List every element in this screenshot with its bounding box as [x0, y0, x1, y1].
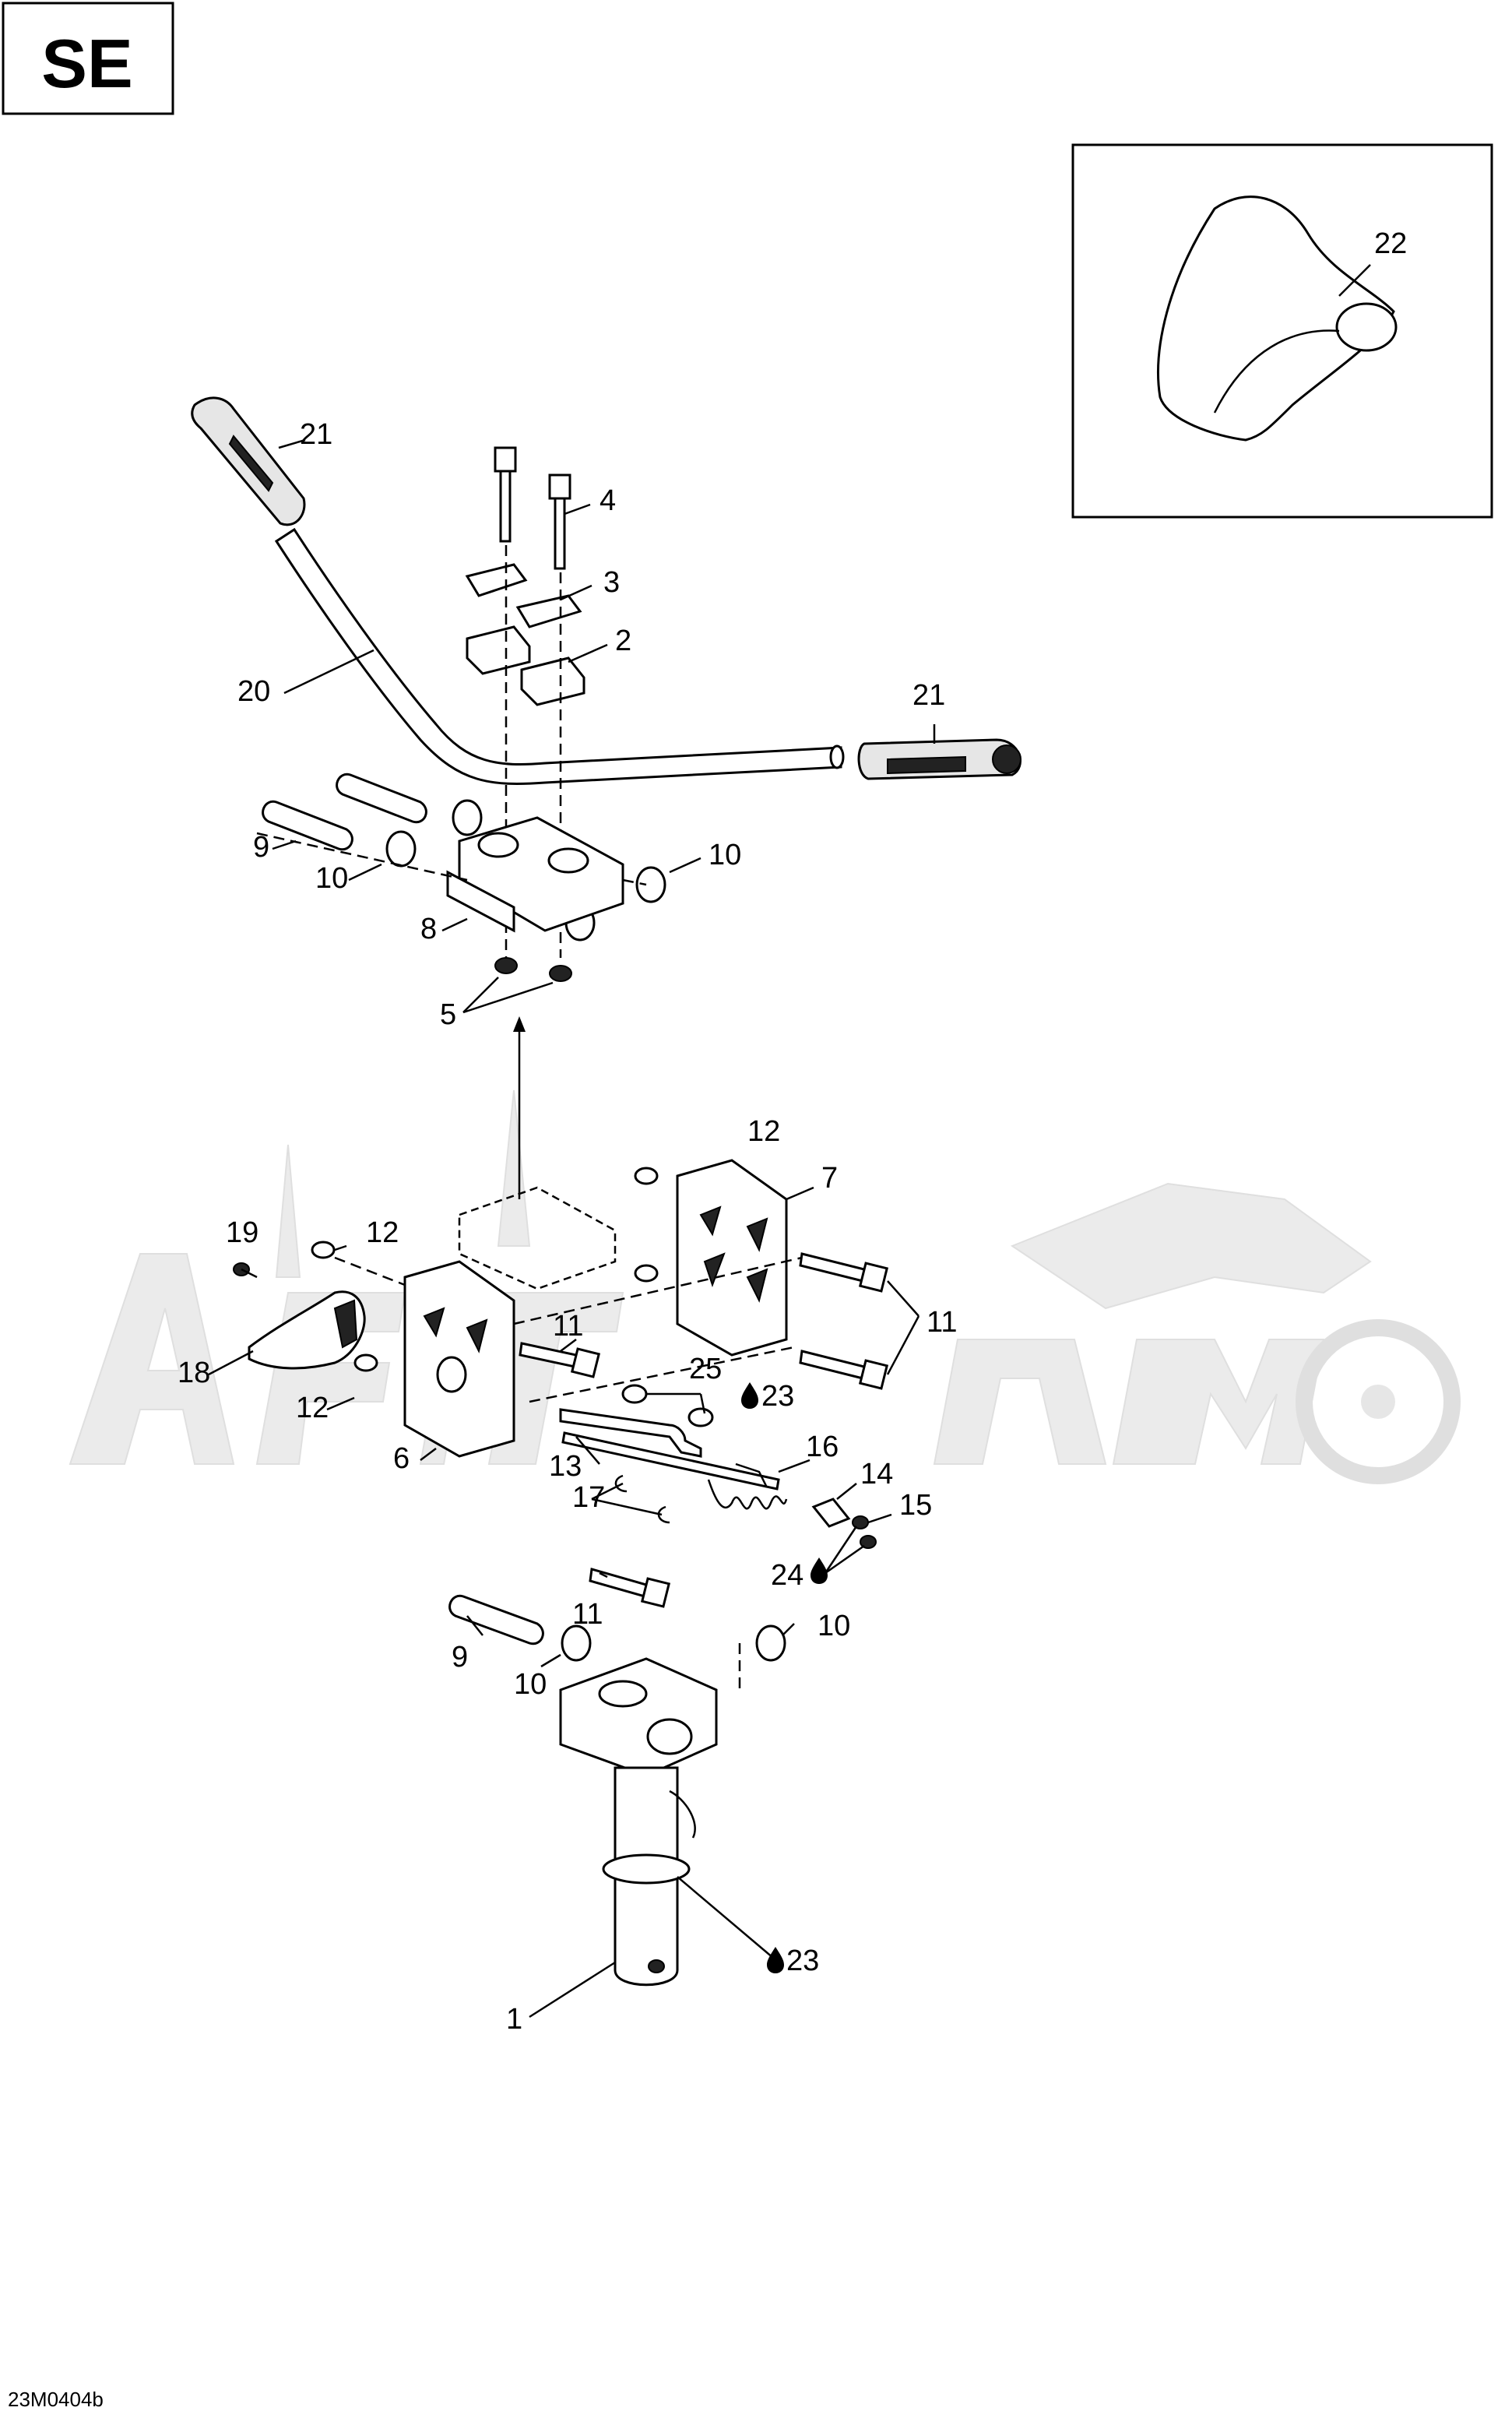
- callout-4: 4: [600, 484, 616, 517]
- callout-23-lower: 23: [786, 1945, 819, 1977]
- callout-11-a: 11: [553, 1310, 583, 1343]
- callout-11-c: 11: [572, 1598, 603, 1631]
- callout-5: 5: [440, 998, 456, 1031]
- handlebar: [274, 527, 845, 785]
- plates-upper: [465, 563, 582, 628]
- riser-block: [446, 816, 624, 933]
- callout-15: 15: [899, 1489, 932, 1522]
- callout-10-c: 10: [514, 1668, 547, 1701]
- callout-22: 22: [1374, 227, 1407, 260]
- callout-17: 17: [572, 1481, 605, 1514]
- grip-left: [191, 396, 306, 526]
- nuts-upper: [494, 957, 572, 982]
- bolts-11: [519, 1252, 889, 1608]
- plate-14: [811, 1498, 877, 1549]
- leader-lines: [208, 438, 936, 2019]
- rod-13: [559, 1408, 780, 1491]
- riser-block-ghost: [458, 1186, 617, 1290]
- bracket-left: [403, 1260, 515, 1458]
- model-badge: SE: [2, 2, 174, 115]
- callout-labels: 1 2 3 4 5 6 7 8 9 9 10 10 10 10 11 11 11…: [178, 227, 1407, 2036]
- callout-19: 19: [226, 1216, 258, 1249]
- callout-24: 24: [771, 1559, 803, 1592]
- callout-14: 14: [860, 1458, 893, 1491]
- oil-drop-icon: [811, 1557, 828, 1584]
- spring: [707, 1462, 788, 1510]
- callout-1: 1: [506, 2003, 522, 2036]
- callout-16: 16: [806, 1431, 839, 1463]
- watermark: [69, 1089, 1461, 1484]
- callout-10-d: 10: [818, 1610, 850, 1642]
- steering-column: [559, 1657, 718, 1987]
- callout-12-c: 12: [296, 1392, 329, 1424]
- callout-3: 3: [603, 566, 620, 599]
- callout-2: 2: [615, 625, 631, 657]
- model-badge-text: SE: [41, 25, 132, 102]
- callout-8: 8: [420, 913, 437, 945]
- oil-drop-icon: [741, 1382, 758, 1409]
- bracket-right: [676, 1159, 788, 1357]
- bolt-19: [233, 1262, 258, 1279]
- drawing-code: 23M0404b: [8, 2388, 104, 2411]
- callout-9-lower: 9: [452, 1641, 468, 1674]
- callout-13: 13: [549, 1450, 582, 1483]
- callout-10-b: 10: [709, 839, 741, 871]
- grip-right: [857, 738, 1021, 780]
- callout-6: 6: [393, 1442, 410, 1475]
- callout-10-a: 10: [315, 862, 348, 895]
- callout-11-b: 11: [927, 1306, 957, 1339]
- callout-25: 25: [689, 1353, 722, 1385]
- lever: [248, 1290, 366, 1370]
- callout-12-b: 12: [366, 1216, 399, 1249]
- callout-21-left: 21: [300, 418, 332, 451]
- bolts-upper: [494, 446, 571, 570]
- oil-drop-icon: [767, 1947, 784, 1973]
- callout-18: 18: [178, 1357, 210, 1389]
- callout-23-upper: 23: [761, 1380, 794, 1413]
- callout-12-a: 12: [747, 1115, 780, 1148]
- callout-21-right: 21: [912, 679, 945, 712]
- callout-20: 20: [237, 675, 270, 708]
- pins-lower: [448, 1594, 786, 1662]
- callout-9-upper: 9: [253, 831, 269, 864]
- inset-box: [1071, 143, 1493, 519]
- callout-7: 7: [821, 1162, 838, 1195]
- clamps-upper: [466, 625, 585, 706]
